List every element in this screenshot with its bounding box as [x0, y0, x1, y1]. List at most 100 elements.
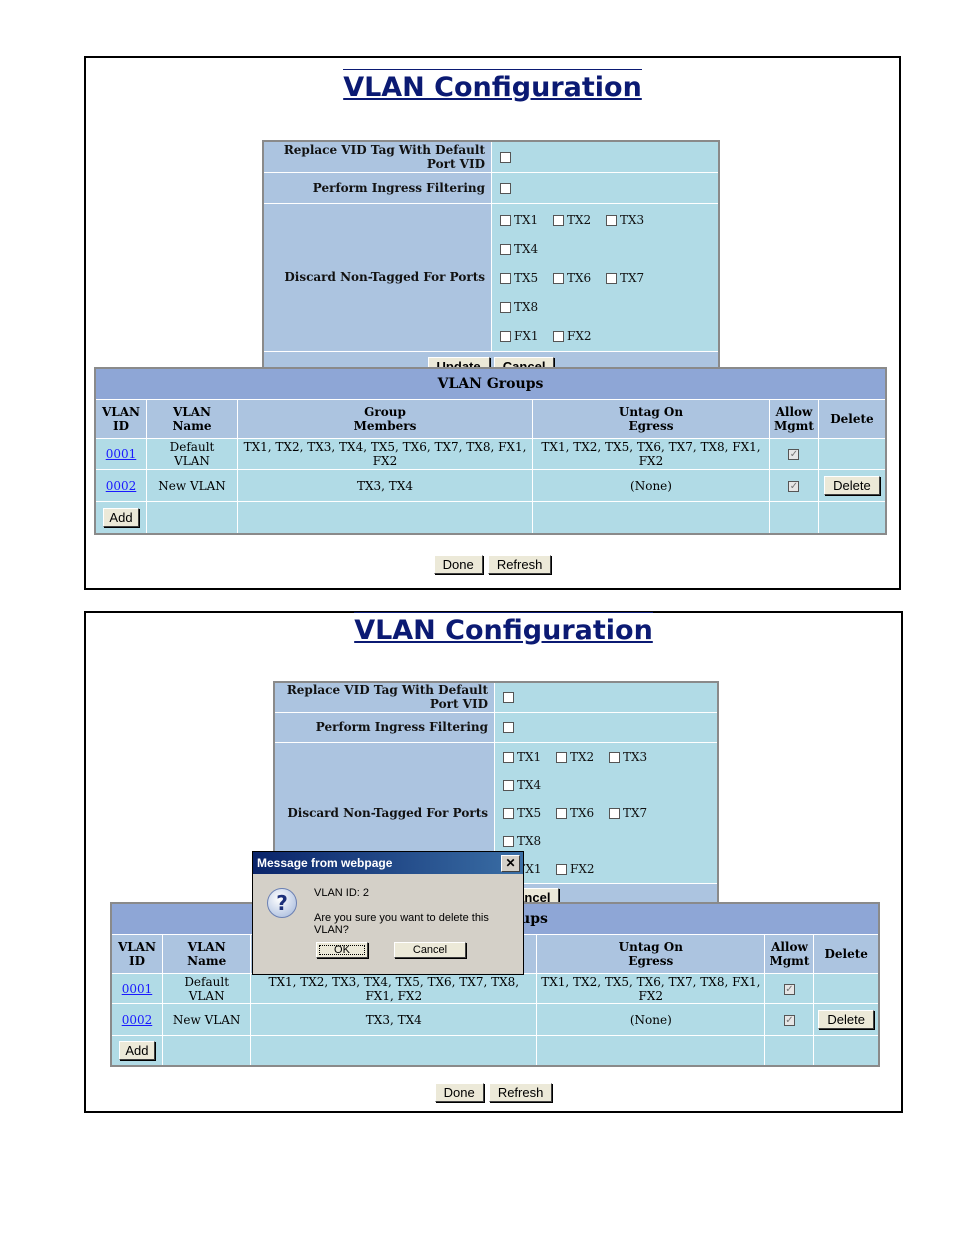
port-checkbox[interactable]: [609, 807, 620, 819]
vlan-id-link[interactable]: 0001: [121, 981, 153, 996]
port-tx2[interactable]: TX2: [556, 743, 609, 771]
vlan-id-link[interactable]: 0001: [105, 447, 137, 461]
question-icon: ?: [267, 888, 297, 918]
port-checkbox[interactable]: [556, 807, 567, 819]
vlan-groups-heading: VLAN Groups: [94, 367, 887, 400]
col-delete: Delete: [817, 399, 887, 439]
refresh-button[interactable]: Refresh: [487, 555, 552, 574]
allow-mgmt-checkbox[interactable]: [783, 1014, 795, 1026]
port-checkbox[interactable]: [500, 301, 511, 313]
port-tx8[interactable]: TX8: [500, 293, 553, 322]
table-row: 0001 Default VLAN TX1, TX2, TX3, TX4, TX…: [110, 973, 880, 1004]
replace-vid-checkbox[interactable]: [503, 692, 514, 704]
ingress-filtering-checkbox[interactable]: [503, 722, 514, 733]
done-button[interactable]: Done: [433, 555, 483, 574]
allow-mgmt-checkbox[interactable]: [788, 480, 800, 492]
port-tx1[interactable]: TX1: [503, 743, 556, 771]
vlan-name: New VLAN: [161, 1003, 252, 1036]
confirm-dialog: Message from webpage ✕ ? VLAN ID: 2 Are …: [252, 851, 524, 975]
group-members: TX1, TX2, TX3, TX4, TX5, TX6, TX7, TX8, …: [237, 438, 533, 470]
replace-vid-label: Replace VID Tag With Default Port VID: [262, 140, 492, 173]
table-row: 0002 New VLAN TX3, TX4 (None) Delete: [110, 1003, 880, 1036]
dialog-title: Message from webpage: [257, 856, 393, 870]
port-checkbox[interactable]: [609, 751, 620, 763]
table-row: Add: [110, 1035, 880, 1066]
port-tx6[interactable]: TX6: [553, 264, 606, 293]
refresh-button[interactable]: Refresh: [488, 1083, 553, 1102]
vlan-id-link[interactable]: 0002: [121, 1012, 153, 1027]
port-checkbox[interactable]: [500, 272, 511, 284]
port-checkbox[interactable]: [553, 330, 564, 342]
delete-cell: [813, 973, 880, 1004]
col-delete: Delete: [813, 934, 880, 974]
ingress-filtering-label: Perform Ingress Filtering: [262, 171, 492, 204]
ingress-filtering-checkbox[interactable]: [500, 182, 511, 194]
dialog-message: Are you sure you want to delete this VLA…: [314, 912, 489, 936]
port-tx2[interactable]: TX2: [553, 206, 606, 235]
port-tx1[interactable]: TX1: [500, 206, 553, 235]
group-members: TX3, TX4: [250, 1003, 538, 1036]
footer-buttons: Done Refresh: [86, 554, 899, 574]
port-tx3[interactable]: TX3: [606, 206, 659, 235]
port-tx4[interactable]: TX4: [503, 771, 556, 799]
port-checkbox[interactable]: [500, 330, 511, 342]
port-checkbox[interactable]: [500, 243, 511, 255]
port-checkbox[interactable]: [503, 751, 514, 763]
port-tx7[interactable]: TX7: [606, 264, 659, 293]
port-tx4[interactable]: TX4: [500, 235, 553, 264]
vlan-name: Default VLAN: [146, 438, 238, 470]
allow-mgmt-checkbox[interactable]: [788, 449, 800, 460]
untag-egress: TX1, TX2, TX5, TX6, TX7, TX8, FX1, FX2: [536, 973, 766, 1004]
group-members: TX1, TX2, TX3, TX4, TX5, TX6, TX7, TX8, …: [250, 973, 538, 1004]
page-title: VLAN Configuration: [96, 612, 911, 646]
delete-button[interactable]: Delete: [824, 476, 880, 495]
vlan-name: Default VLAN: [161, 973, 252, 1004]
port-checkbox[interactable]: [503, 807, 514, 819]
replace-vid-checkbox[interactable]: [500, 151, 511, 163]
port-checkbox[interactable]: [503, 835, 514, 847]
port-tx7[interactable]: TX7: [609, 799, 662, 827]
allow-mgmt-checkbox[interactable]: [783, 983, 795, 995]
port-checkbox[interactable]: [556, 863, 567, 875]
page-title: VLAN Configuration: [86, 69, 899, 103]
port-tx3[interactable]: TX3: [609, 743, 662, 771]
port-fx2[interactable]: FX2: [553, 322, 606, 351]
port-checkbox[interactable]: [606, 214, 617, 226]
port-fx1[interactable]: FX1: [500, 322, 553, 351]
port-checkbox[interactable]: [503, 779, 514, 791]
port-tx8[interactable]: TX8: [503, 827, 556, 855]
untag-egress: TX1, TX2, TX5, TX6, TX7, TX8, FX1, FX2: [532, 438, 770, 470]
vlan-id-link[interactable]: 0002: [105, 478, 137, 493]
settings-table: Replace VID Tag With Default Port VID Pe…: [262, 140, 720, 384]
delete-cell: [817, 438, 887, 470]
replace-vid-label: Replace VID Tag With Default Port VID: [273, 681, 495, 713]
port-tx5[interactable]: TX5: [503, 799, 556, 827]
port-tx6[interactable]: TX6: [556, 799, 609, 827]
delete-button[interactable]: Delete: [818, 1010, 874, 1029]
port-checkbox[interactable]: [553, 214, 564, 226]
footer-buttons: Done Refresh: [86, 1082, 901, 1102]
close-icon[interactable]: ✕: [501, 855, 520, 872]
add-button[interactable]: Add: [119, 1040, 155, 1060]
vlan-config-panel-1: VLAN Configuration Replace VID Tag With …: [84, 56, 901, 590]
dialog-vlan-id: VLAN ID: 2: [314, 887, 370, 899]
port-checkbox[interactable]: [556, 751, 567, 763]
done-button[interactable]: Done: [434, 1083, 484, 1102]
port-tx5[interactable]: TX5: [500, 264, 553, 293]
untag-egress: (None): [536, 1003, 766, 1036]
dialog-cancel-button[interactable]: Cancel: [394, 942, 466, 958]
port-checkbox[interactable]: [500, 214, 511, 226]
port-fx2[interactable]: FX2: [556, 855, 609, 883]
port-checkbox[interactable]: [553, 272, 564, 284]
add-button[interactable]: Add: [103, 507, 139, 527]
port-checkbox[interactable]: [606, 272, 617, 284]
vlan-config-panel-2: VLAN Configuration Replace VID Tag With …: [84, 611, 903, 1113]
ok-button[interactable]: OK: [316, 942, 368, 958]
table-row: 0001 Default VLAN TX1, TX2, TX3, TX4, TX…: [94, 438, 887, 470]
